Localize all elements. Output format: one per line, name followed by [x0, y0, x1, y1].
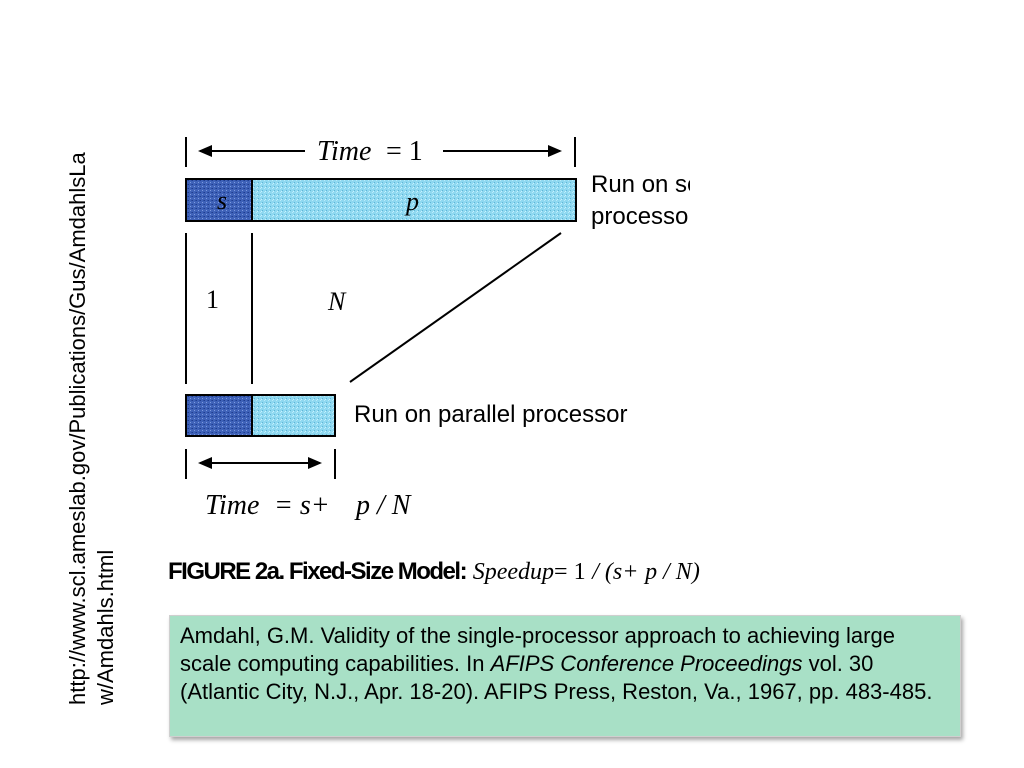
time-bottom-pn: p / N	[354, 490, 412, 521]
time-top-label: Time	[317, 136, 371, 167]
citation-italic: AFIPS Conference Proceedings	[490, 651, 803, 676]
time-top-left-arrowhead	[198, 145, 212, 157]
serial-label-line2: processor	[591, 203, 690, 230]
citation-box: Amdahl, G.M. Validity of the single-proc…	[169, 615, 961, 737]
caption-title: FIGURE 2a. Fixed-Size Model:	[168, 558, 468, 585]
serial-label-line1: Run on serial	[591, 171, 690, 198]
parallel-bar	[185, 394, 336, 437]
time-bottom-s: = s+	[274, 490, 330, 521]
serial-s-block	[185, 178, 253, 222]
time-bottom-right-arrowhead	[308, 457, 322, 469]
fixed-size-model-diagram: Time = 1 s p Run on serial processor 1 N…	[185, 136, 690, 521]
time-bottom-left-arrowhead	[198, 457, 212, 469]
caption-speedup: Speedup	[472, 559, 555, 585]
serial-bar: s p	[185, 178, 577, 222]
time-bottom-label: Time	[205, 490, 259, 521]
caption-formula-a: = 1	[554, 559, 586, 585]
time-top-right-arrowhead	[548, 145, 562, 157]
source-url-svg: http://www.scl.ameslab.gov/Publications/…	[65, 152, 118, 706]
caption-formula-c: p / N)	[645, 559, 700, 585]
source-url-line2: w/Amdahls.html	[93, 550, 118, 706]
diagonal-line	[349, 232, 562, 383]
time-top-value: = 1	[386, 136, 423, 167]
source-url-line1: http://www.scl.ameslab.gov/Publications/…	[65, 152, 90, 705]
time-top-indicator: Time = 1	[185, 136, 576, 167]
figure-caption: FIGURE 2a. Fixed-Size Model: Speedup= 1 …	[168, 558, 700, 586]
s-label: s	[217, 186, 227, 215]
citation-part1: Amdahl, G.M. Validity of the single-proc…	[180, 623, 895, 676]
serial-p-block	[251, 178, 577, 222]
citation-part2: vol. 30 (Atlantic City, N.J., Apr. 18-20…	[180, 651, 933, 704]
parallel-label: Run on parallel processor	[354, 401, 627, 428]
time-bottom-indicator	[185, 449, 336, 479]
parallel-s-block	[185, 394, 253, 437]
p-label: p	[404, 187, 419, 216]
caption-formula-b: / (s+	[592, 559, 639, 585]
one-label: 1	[206, 285, 219, 314]
parallel-p-block	[251, 394, 336, 437]
source-url: http://www.scl.ameslab.gov/Publications/…	[30, 65, 130, 706]
n-label: N	[327, 287, 347, 316]
